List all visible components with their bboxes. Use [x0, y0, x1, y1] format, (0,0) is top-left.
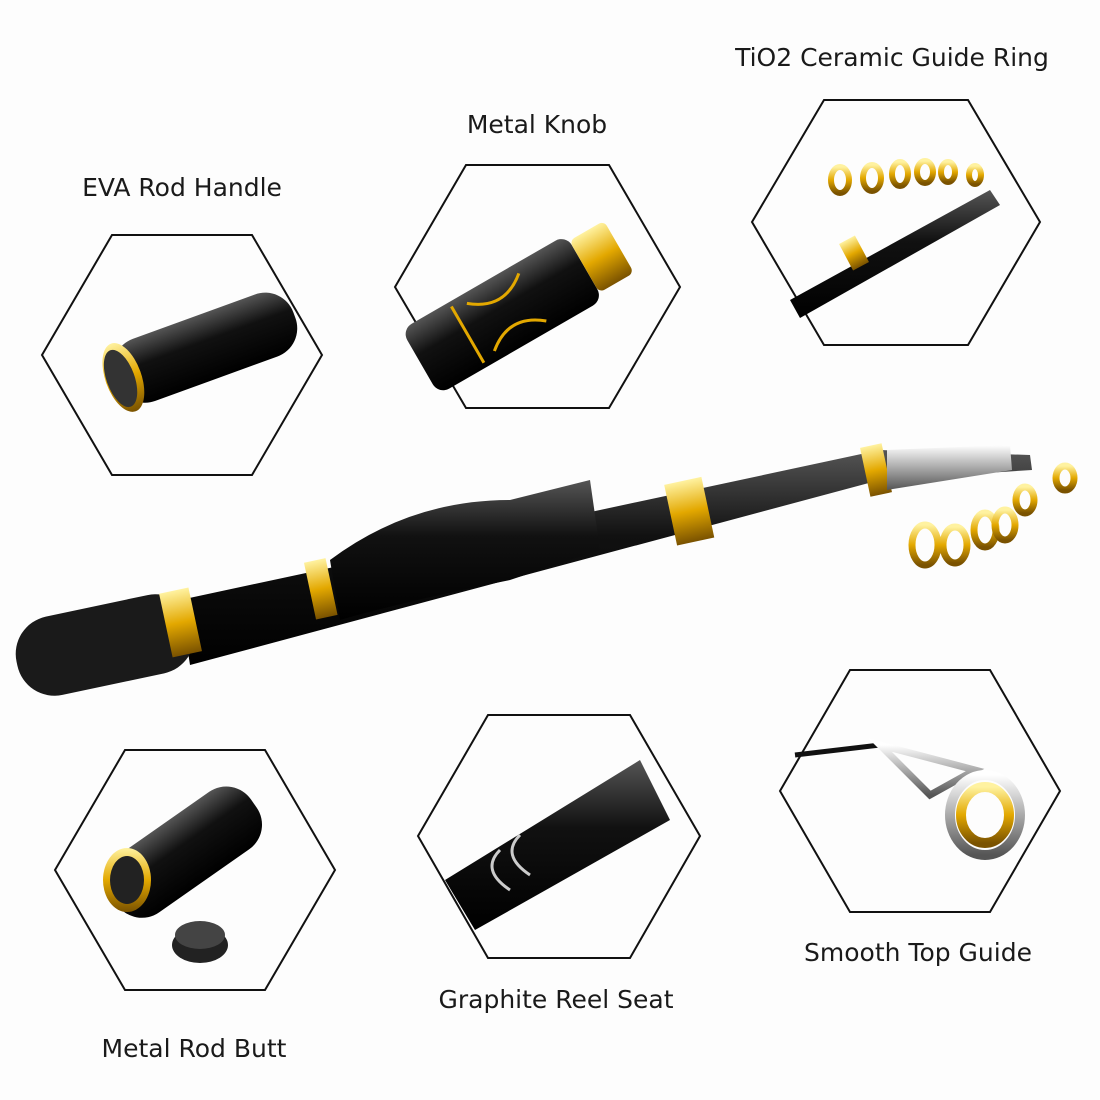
label-metal-knob: Metal Knob	[466, 110, 608, 139]
hex-guide-ring	[750, 99, 1042, 346]
eva-handle-image	[102, 292, 298, 412]
hex-metal-knob	[393, 164, 682, 409]
hex-reel-seat	[416, 714, 702, 959]
hex-eva-handle	[40, 234, 324, 476]
metal-knob-image	[405, 222, 632, 391]
rod-butt-image	[103, 786, 263, 963]
label-guide-ring: TiO2 Ceramic Guide Ring	[735, 43, 1049, 72]
label-rod-butt: Metal Rod Butt	[101, 1034, 287, 1063]
reel-seat-image	[445, 760, 670, 930]
hex-rod-butt	[53, 749, 337, 991]
label-eva-handle: EVA Rod Handle	[82, 173, 282, 202]
hex-top-guide	[778, 669, 1062, 913]
label-top-guide: Smooth Top Guide	[804, 938, 1032, 967]
label-reel-seat: Graphite Reel Seat	[438, 985, 674, 1014]
guide-ring-image	[790, 158, 1000, 318]
fishing-rod-image	[15, 443, 1078, 696]
top-guide-image	[794, 738, 1025, 860]
